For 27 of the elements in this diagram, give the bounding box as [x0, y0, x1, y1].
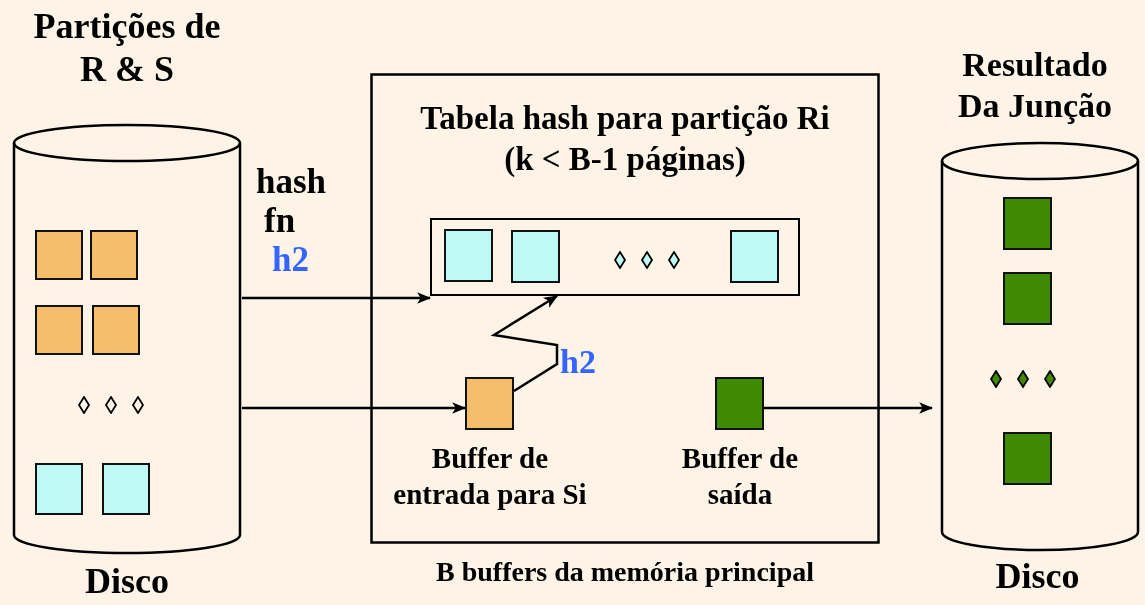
page-block — [90, 230, 138, 280]
page-block — [102, 463, 150, 515]
page-block — [511, 230, 560, 283]
page-block — [1003, 197, 1052, 250]
page-block — [1003, 272, 1052, 325]
disk-title: Resultado Da Junção — [957, 45, 1113, 126]
memory-label: B buffers da memória principal — [435, 555, 815, 589]
arrow — [242, 402, 467, 414]
disk-label: Disco — [994, 555, 1081, 598]
page-block — [35, 305, 83, 355]
arrow — [764, 402, 934, 414]
page-block — [92, 305, 140, 355]
disk-label: Disco — [84, 560, 170, 603]
page-block — [35, 463, 83, 515]
arrow — [242, 292, 432, 304]
hash-table — [430, 218, 800, 296]
page-block — [1003, 432, 1052, 485]
page-block — [35, 230, 83, 280]
buffer-label: Buffer de saída — [680, 441, 800, 513]
page-block — [715, 377, 764, 430]
buffer-label: Buffer de entrada para Si — [392, 441, 588, 513]
page-block — [730, 230, 779, 283]
disk-title: Partições de R & S — [32, 5, 222, 92]
page-block — [444, 229, 493, 282]
arrow — [490, 294, 559, 393]
table-heading: Tabela hash para partição Ri (k < B-1 páginas) — [419, 99, 831, 180]
page-block — [465, 377, 514, 430]
